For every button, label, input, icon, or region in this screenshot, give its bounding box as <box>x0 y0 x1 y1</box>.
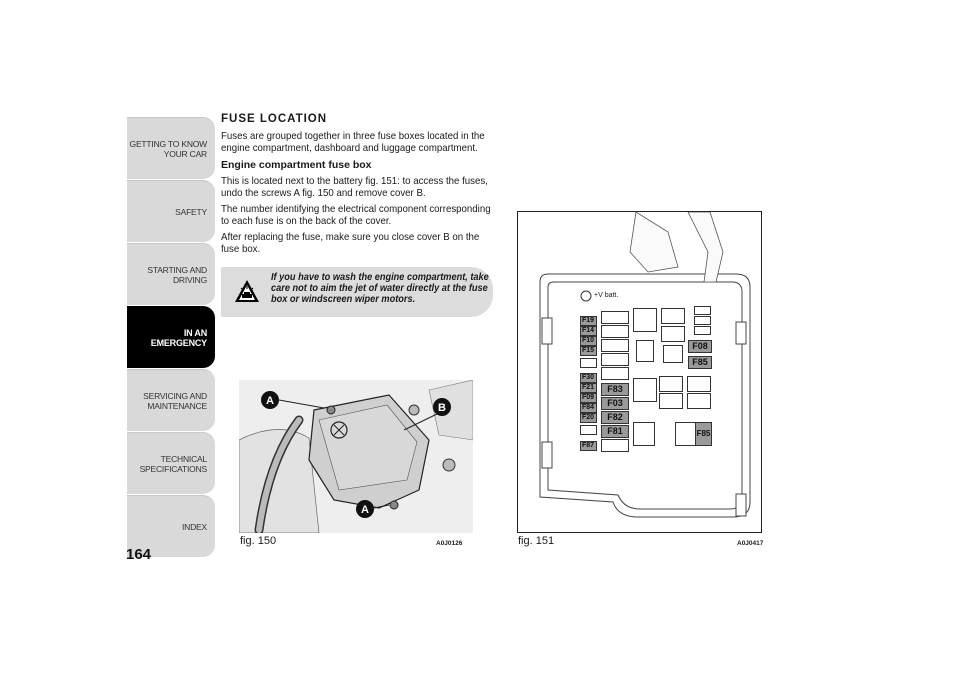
paragraph: After replacing the fuse, make sure you … <box>221 231 480 255</box>
fuse-f21: F21 <box>580 383 597 393</box>
chapter-sidebar: GETTING TO KNOW YOUR CAR SAFETY STARTING… <box>127 117 215 558</box>
section-heading: FUSE LOCATION <box>221 113 328 125</box>
battery-label: +V batt. <box>594 292 619 299</box>
empty-slot <box>580 425 597 435</box>
tab-getting-to-know[interactable]: GETTING TO KNOW YOUR CAR <box>127 117 215 179</box>
tab-label: GETTING TO KNOW YOUR CAR <box>129 138 208 159</box>
tab-servicing[interactable]: SERVICING AND MAINTENANCE <box>127 369 215 431</box>
relay-slot <box>659 393 683 409</box>
paragraph: The number identifying the electrical co… <box>221 203 491 227</box>
tab-label: INDEX <box>182 521 207 532</box>
empty-slot <box>601 325 629 338</box>
tab-in-an-emergency[interactable]: IN AN EMERGENCY <box>127 306 215 368</box>
tab-safety[interactable]: SAFETY <box>127 180 215 242</box>
empty-slot <box>601 311 629 324</box>
text-column: FUSE LOCATION Fuses are grouped together… <box>221 113 493 260</box>
paragraph: This is located next to the battery fig.… <box>221 175 488 199</box>
fuse-f10: F10 <box>580 336 597 346</box>
fuse-f14: F14 <box>580 326 597 336</box>
empty-slot <box>694 326 711 335</box>
empty-slot <box>601 439 629 452</box>
label-a-bottom: A <box>361 504 369 516</box>
intro-paragraph: Fuses are grouped together in three fuse… <box>221 130 485 154</box>
fuse-f83: F83 <box>601 383 629 396</box>
relay-slot <box>633 378 657 402</box>
relay-slot <box>687 393 711 409</box>
warning-box: If you have to wash the engine compartme… <box>221 267 493 317</box>
empty-slot <box>601 339 629 352</box>
empty-slot <box>580 358 597 368</box>
fuse-f87: F87 <box>580 441 597 451</box>
relay-slot <box>687 376 711 392</box>
fuse-f08: F08 <box>688 340 712 353</box>
tab-label: SERVICING AND MAINTENANCE <box>143 390 207 411</box>
relay-slot <box>659 376 683 392</box>
fuse-f09: F09 <box>580 393 597 403</box>
tab-starting-driving[interactable]: STARTING AND DRIVING <box>127 243 215 305</box>
fuse-f84: F84 <box>580 403 597 413</box>
fig-151-code: A0J0417 <box>737 540 764 547</box>
relay-slot <box>633 308 657 332</box>
fig-151-fusebox-diagram: +V batt. F19 F14 F10 F15 F30 F21 F09 F84… <box>517 211 762 533</box>
fig-150-image: A B A <box>239 380 473 533</box>
fuse-f19: F19 <box>580 316 597 326</box>
empty-slot <box>601 353 629 366</box>
fuse-f85-bottom: F85 <box>695 422 712 446</box>
tab-label: TECHNICAL SPECIFICATIONS <box>139 453 208 474</box>
fuse-f03: F03 <box>601 397 629 410</box>
fuse-f81: F81 <box>601 425 629 438</box>
fuse-f30: F30 <box>580 373 597 383</box>
relay-slot <box>661 308 685 324</box>
relay-slot <box>633 422 655 446</box>
relay-slot <box>661 326 685 342</box>
tab-technical[interactable]: TECHNICAL SPECIFICATIONS <box>127 432 215 494</box>
label-b: B <box>438 402 446 414</box>
fuse-f15: F15 <box>580 346 597 356</box>
fuse-f85: F85 <box>688 356 712 369</box>
empty-slot <box>601 367 629 380</box>
engine-bay-illustration: A B A <box>239 380 473 533</box>
label-a-top: A <box>266 395 274 407</box>
fusebox-outline <box>539 212 751 518</box>
relay-slot <box>675 422 697 446</box>
tab-index[interactable]: INDEX <box>127 495 215 557</box>
tab-label: IN AN EMERGENCY <box>150 327 207 348</box>
fig-151-caption: fig. 151 <box>518 535 555 547</box>
relay-slot <box>663 345 683 363</box>
relay-slot <box>636 340 654 362</box>
fig-150-caption: fig. 150 <box>240 535 277 547</box>
sub-heading: Engine compartment fuse box <box>221 159 372 171</box>
fig-150-code: A0J0126 <box>436 540 463 547</box>
tab-label: STARTING AND DRIVING <box>147 264 207 285</box>
warning-text: If you have to wash the engine compartme… <box>271 272 489 305</box>
fuse-f20: F20 <box>580 413 597 423</box>
page-number: 164 <box>126 546 152 563</box>
empty-slot <box>694 306 711 315</box>
empty-slot <box>694 316 711 325</box>
engine-wash-warning-icon <box>235 280 259 302</box>
fuse-f82: F82 <box>601 411 629 424</box>
tab-label: SAFETY <box>175 206 207 217</box>
